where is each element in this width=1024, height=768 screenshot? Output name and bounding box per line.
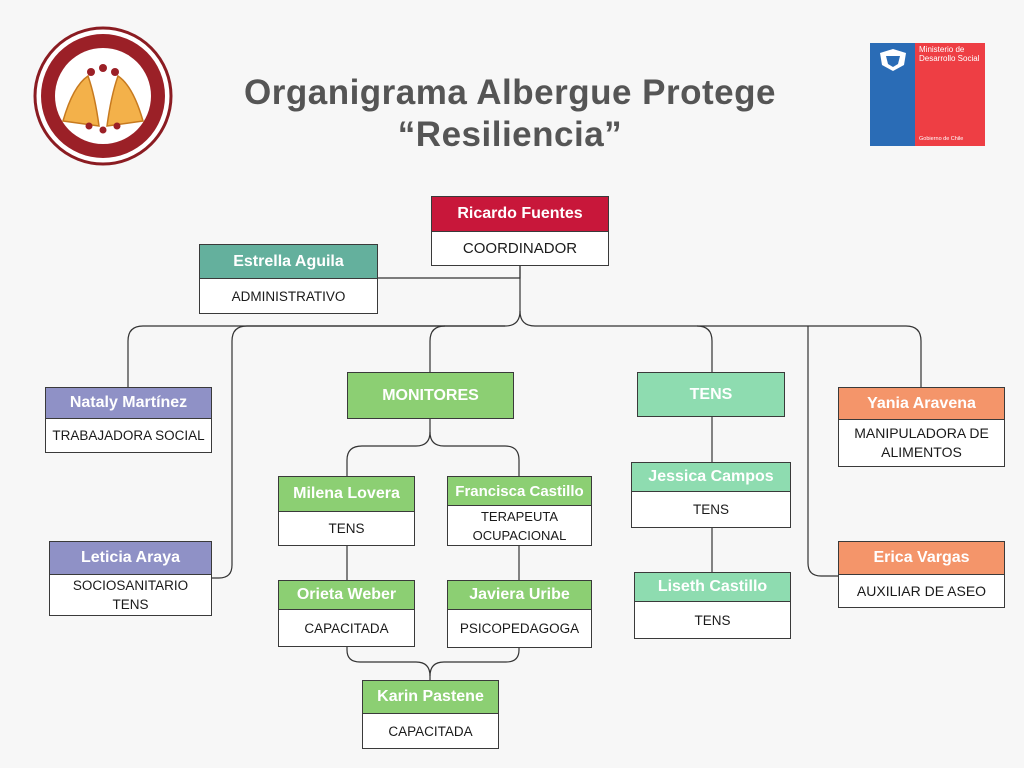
- admin-role: ADMINISTRATIVO: [199, 279, 378, 314]
- node-orieta: Orieta Weber CAPACITADA: [278, 580, 415, 647]
- karin-role: CAPACITADA: [362, 714, 499, 749]
- liseth-role: TENS: [634, 602, 791, 639]
- albergue-logo: [33, 26, 173, 166]
- erica-role: AUXILIAR DE ASEO: [838, 575, 1005, 608]
- yania-role-line-2: ALIMENTOS: [881, 444, 962, 460]
- javiera-name: Javiera Uribe: [447, 580, 592, 610]
- social-worker-name: Nataly Martínez: [45, 387, 212, 419]
- socio-sanitary-role-line-2: TENS: [112, 597, 149, 612]
- javiera-role: PSICOPEDAGOGA: [447, 610, 592, 648]
- line-to-yania: [519, 310, 922, 387]
- logo-blue-band: [870, 43, 915, 146]
- francisca-name: Francisca Castillo: [447, 476, 592, 506]
- line-to-erica: [807, 326, 838, 577]
- title-line-1: Organigrama Albergue Protege: [244, 73, 776, 112]
- line-to-francisca: [429, 431, 520, 476]
- social-worker-role: TRABAJADORA SOCIAL: [45, 419, 212, 453]
- karin-name: Karin Pastene: [362, 680, 499, 714]
- node-liseth: Liseth Castillo TENS: [634, 572, 791, 639]
- francisca-role-line-2: OCUPACIONAL: [472, 527, 567, 543]
- line-to-milena: [346, 418, 431, 476]
- node-yania: Yania Aravena MANIPULADORA DE ALIMENTOS: [838, 387, 1005, 467]
- node-javiera: Javiera Uribe PSICOPEDAGOGA: [447, 580, 592, 648]
- gobierno-label: Gobierno de Chile: [919, 136, 964, 142]
- jessica-name: Jessica Campos: [631, 462, 791, 492]
- francisca-role: TERAPEUTA OCUPACIONAL: [447, 506, 592, 546]
- node-admin: Estrella Aguila ADMINISTRATIVO: [199, 244, 378, 314]
- node-milena: Milena Lovera TENS: [278, 476, 415, 546]
- yania-role: MANIPULADORA DE ALIMENTOS: [838, 420, 1005, 467]
- line-coord-admin: [378, 266, 521, 279]
- coordinator-role: COORDINADOR: [431, 232, 609, 266]
- admin-name: Estrella Aguila: [199, 244, 378, 279]
- node-coordinator: Ricardo Fuentes COORDINADOR: [431, 196, 609, 266]
- line-to-nataly: [127, 310, 521, 387]
- line-to-tens-group: [696, 325, 713, 372]
- node-erica: Erica Vargas AUXILIAR DE ASEO: [838, 541, 1005, 608]
- line-to-leticia: [212, 325, 505, 579]
- milena-role: TENS: [278, 512, 415, 546]
- orieta-role: CAPACITADA: [278, 610, 415, 647]
- socio-sanitary-name: Leticia Araya: [49, 541, 212, 575]
- node-karin: Karin Pastene CAPACITADA: [362, 680, 499, 749]
- socio-sanitary-role: SOCIOSANITARIO TENS: [49, 575, 212, 616]
- liseth-name: Liseth Castillo: [634, 572, 791, 602]
- ministerio-logo: Ministerio de Desarrollo Social Gobierno…: [870, 43, 985, 146]
- line-javiera-karin: [429, 648, 520, 677]
- node-socio-sanitary: Leticia Araya SOCIOSANITARIO TENS: [49, 541, 212, 616]
- orieta-name: Orieta Weber: [278, 580, 415, 610]
- group-tens: TENS: [637, 372, 785, 417]
- logo-red-band: Ministerio de Desarrollo Social Gobierno…: [915, 43, 985, 146]
- ministry-name: Ministerio de Desarrollo Social: [919, 45, 980, 63]
- chile-crest-icon: [880, 49, 906, 71]
- coordinator-name: Ricardo Fuentes: [431, 196, 609, 232]
- jessica-role: TENS: [631, 492, 791, 528]
- page-title: Organigrama Albergue Protege “Resilienci…: [190, 72, 830, 156]
- socio-sanitary-role-line-1: SOCIOSANITARIO: [72, 578, 189, 593]
- yania-name: Yania Aravena: [838, 387, 1005, 420]
- node-jessica: Jessica Campos TENS: [631, 462, 791, 528]
- title-line-2: “Resiliencia”: [397, 115, 623, 154]
- line-to-monitores: [429, 325, 446, 372]
- francisca-role-line-1: TERAPEUTA: [480, 508, 559, 524]
- yania-role-line-1: MANIPULADORA DE: [854, 425, 989, 441]
- line-orieta-karin: [346, 647, 431, 680]
- group-monitores: MONITORES: [347, 372, 514, 419]
- node-francisca: Francisca Castillo TERAPEUTA OCUPACIONAL: [447, 476, 592, 546]
- milena-name: Milena Lovera: [278, 476, 415, 512]
- node-social-worker: Nataly Martínez TRABAJADORA SOCIAL: [45, 387, 212, 453]
- erica-name: Erica Vargas: [838, 541, 1005, 575]
